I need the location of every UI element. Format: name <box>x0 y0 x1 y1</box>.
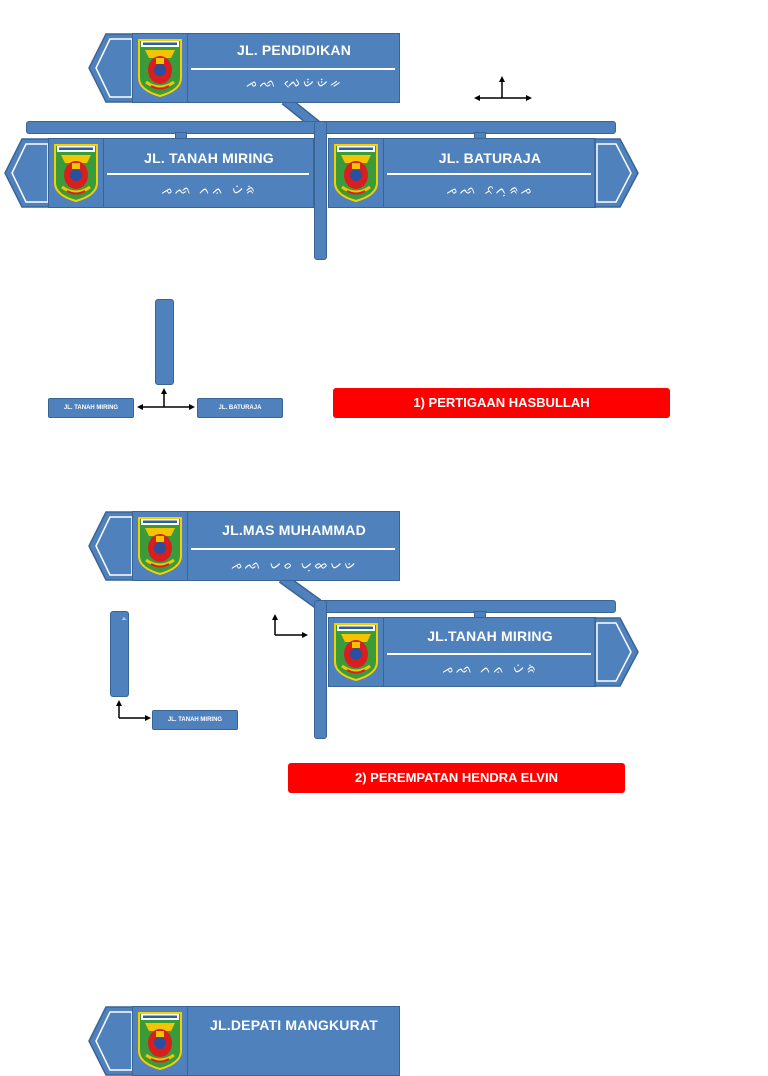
divider-line <box>191 548 395 550</box>
divider-line <box>387 653 591 655</box>
mini-sign-right: JL. TANAH MIRING <box>152 710 238 730</box>
direction-arrows-icon <box>116 700 151 721</box>
chevron-arrow-icon <box>594 617 639 687</box>
divider <box>187 34 188 102</box>
sign-connector <box>278 573 322 609</box>
divider <box>187 1007 188 1075</box>
street-name: JL.MAS MUHAMMAD <box>222 522 366 538</box>
chevron-arrow-icon <box>594 138 639 208</box>
street-name-script: ᨍᨒ ᨈᨊ ᨆᨗᨑᨗ <box>442 662 538 677</box>
divider <box>187 512 188 580</box>
street-name-script: ᨍᨒ ᨄᨙᨉᨗᨉᨗᨀ <box>245 76 343 91</box>
junction-title-banner: 2) PEREMPATAN HENDRA ELVIN <box>288 763 625 793</box>
chevron-arrow-icon <box>88 1006 135 1076</box>
regency-crest-icon <box>53 143 99 203</box>
street-sign-right: JL. BATURAJA ᨍᨒ ᨅᨈᨘᨑᨍ <box>328 138 596 208</box>
street-name: JL.TANAH MIRING <box>427 628 553 644</box>
street-name-script: ᨍᨒ ᨆᨔ ᨆᨘᨖᨆᨉ <box>230 558 358 573</box>
mini-pole-label: JL <box>122 616 127 621</box>
street-name: JL. PENDIDIKAN <box>236 42 352 58</box>
mini-pole <box>155 299 174 385</box>
regency-crest-icon <box>333 622 379 682</box>
chevron-arrow-icon <box>88 511 135 581</box>
chevron-arrow-icon <box>4 138 51 208</box>
sign-bar <box>316 600 616 613</box>
direction-arrows-icon <box>272 614 308 638</box>
sign-pole <box>314 600 327 739</box>
divider <box>383 618 384 686</box>
sign-pole <box>314 121 327 260</box>
divider-line <box>387 173 591 175</box>
street-sign-left: JL. TANAH MIRING ᨍᨒ ᨈᨊ ᨆᨗᨑᨗ <box>48 138 314 208</box>
divider-line <box>191 68 395 70</box>
regency-crest-icon <box>137 516 183 576</box>
street-sign-top: JL. PENDIDIKAN ᨍᨒ ᨄᨙᨉᨗᨉᨗᨀ <box>132 33 400 103</box>
chevron-arrow-icon <box>88 33 135 103</box>
street-name-script: ᨍᨒ ᨅᨈᨘᨑᨍ <box>446 183 534 198</box>
divider-line <box>107 173 309 175</box>
divider <box>383 139 384 207</box>
regency-crest-icon <box>137 38 183 98</box>
street-name: JL.DEPATI MANGKURAT <box>210 1017 378 1033</box>
junction-title-banner: 1) PERTIGAAN HASBULLAH <box>333 388 670 418</box>
street-sign-top: JL.MAS MUHAMMAD ᨍᨒ ᨆᨔ ᨆᨘᨖᨆᨉ <box>132 511 400 581</box>
street-sign-top: JL.DEPATI MANGKURAT <box>132 1006 400 1076</box>
street-sign-right: JL.TANAH MIRING ᨍᨒ ᨈᨊ ᨆᨗᨑᨗ <box>328 617 596 687</box>
direction-arrows-icon <box>137 388 195 410</box>
street-name-script: ᨍᨒ ᨈᨊ ᨆᨗᨑᨗ <box>161 183 257 198</box>
regency-crest-icon <box>137 1011 183 1071</box>
mini-sign-left: JL. TANAH MIRING <box>48 398 134 418</box>
mini-pole: JL <box>110 611 129 697</box>
regency-crest-icon <box>333 143 379 203</box>
mini-sign-right: JL. BATURAJA <box>197 398 283 418</box>
divider <box>103 139 104 207</box>
street-name: JL. TANAH MIRING <box>144 150 274 166</box>
direction-arrows-icon <box>474 76 532 101</box>
street-name: JL. BATURAJA <box>438 150 542 166</box>
